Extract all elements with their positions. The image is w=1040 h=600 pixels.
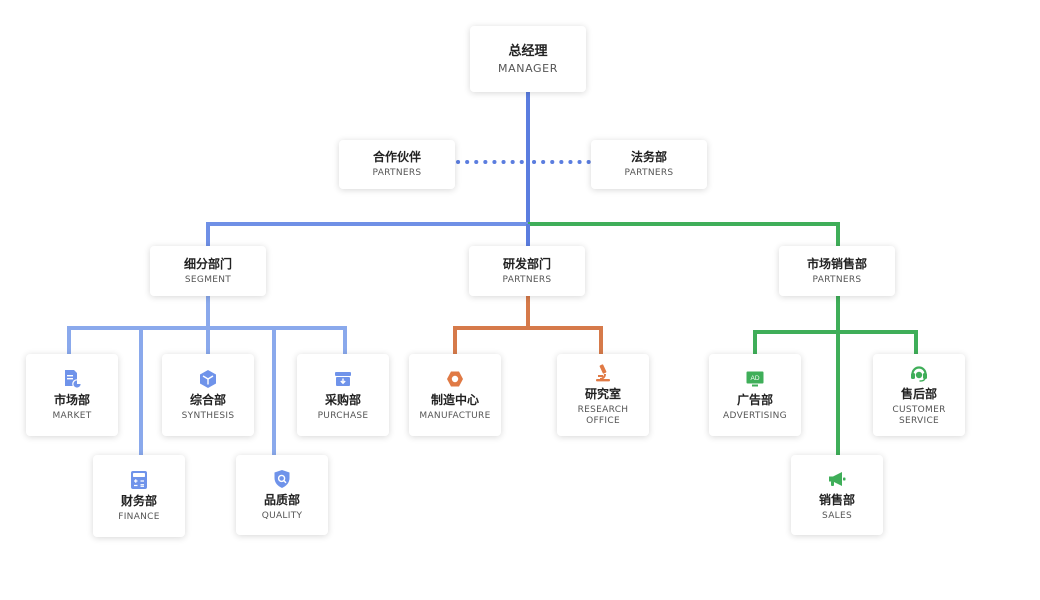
manufacture-subtitle: MANUFACTURE — [419, 410, 491, 421]
megaphone-icon — [827, 469, 847, 489]
sales-bus2-line — [753, 330, 918, 354]
market-subtitle: MARKET — [52, 410, 92, 421]
quality-card[interactable]: 品质部 QUALITY — [236, 455, 328, 535]
salesdept-title: 销售部 — [818, 492, 855, 507]
rnd-bus-line — [453, 326, 603, 354]
partners-title: 合作伙伴 — [372, 150, 421, 164]
market-card[interactable]: 市场部 MARKET — [26, 354, 118, 436]
finance-card[interactable]: 财务部 FINANCE — [93, 455, 185, 537]
segment-bus-line — [206, 222, 528, 247]
purchase-card[interactable]: 采购部 PURCHASE — [297, 354, 389, 436]
manager-subtitle: MANAGER — [498, 62, 558, 75]
manufacture-title: 制造中心 — [430, 392, 479, 407]
market-title: 市场部 — [53, 392, 90, 407]
segment-subtitle: SEGMENT — [184, 274, 232, 285]
manager-card[interactable]: 总经理 MANAGER — [470, 26, 586, 92]
calculator-icon — [129, 470, 149, 490]
quality-title: 品质部 — [263, 492, 300, 507]
archive-box-icon — [333, 369, 353, 389]
advertising-subtitle: ADVERTISING — [723, 410, 787, 421]
ad-icon-text: AD — [750, 375, 759, 382]
segment-card[interactable]: 细分部门 SEGMENT — [150, 246, 266, 296]
research-subtitle: RESEARCH OFFICE — [577, 405, 629, 426]
research-card[interactable]: 研究室 RESEARCH OFFICE — [557, 354, 649, 436]
rnd-title: 研发部门 — [502, 256, 551, 271]
segment-title: 细分部门 — [183, 256, 232, 271]
shield-search-icon — [272, 469, 292, 489]
partners-subtitle: PARTNERS — [372, 168, 422, 178]
finance-title: 财务部 — [120, 493, 157, 508]
rnd-subtitle: PARTNERS — [502, 274, 552, 285]
sales-group-title: 市场销售部 — [806, 256, 867, 271]
ad-screen-icon: AD — [745, 369, 765, 389]
customer-subtitle: CUSTOMER SERVICE — [892, 405, 946, 426]
purchase-subtitle: PURCHASE — [317, 410, 369, 421]
legal-title: 法务部 — [630, 150, 667, 164]
synthesis-subtitle: SYNTHESIS — [181, 410, 235, 421]
manager-title: 总经理 — [508, 44, 548, 59]
advertising-title: 广告部 — [736, 392, 773, 407]
finance-subtitle: FINANCE — [118, 511, 160, 522]
quality-subtitle: QUALITY — [261, 510, 303, 521]
salesdept-subtitle: SALES — [822, 510, 852, 521]
sales-group-card[interactable]: 市场销售部 PARTNERS — [779, 246, 895, 296]
headset-icon — [909, 363, 929, 383]
sales-bus-line — [528, 222, 840, 247]
sales-group-subtitle: PARTNERS — [812, 274, 862, 285]
legal-card[interactable]: 法务部 PARTNERS — [591, 140, 707, 189]
partners-card[interactable]: 合作伙伴 PARTNERS — [339, 140, 455, 189]
document-chart-icon — [62, 369, 82, 389]
manufacture-card[interactable]: 制造中心 MANUFACTURE — [409, 354, 501, 436]
customer-card[interactable]: 售后部 CUSTOMER SERVICE — [873, 354, 965, 436]
microscope-icon — [593, 363, 613, 383]
cube-icon — [198, 369, 218, 389]
customer-title: 售后部 — [900, 387, 937, 401]
legal-subtitle: PARTNERS — [624, 168, 674, 178]
purchase-title: 采购部 — [324, 392, 361, 407]
synthesis-card[interactable]: 综合部 SYNTHESIS — [162, 354, 254, 436]
research-title: 研究室 — [584, 387, 621, 401]
rnd-card[interactable]: 研发部门 PARTNERS — [469, 246, 585, 296]
hex-nut-icon — [445, 369, 465, 389]
salesdept-card[interactable]: 销售部 SALES — [791, 455, 883, 535]
synthesis-title: 综合部 — [189, 392, 226, 407]
advertising-card[interactable]: AD 广告部 ADVERTISING — [709, 354, 801, 436]
